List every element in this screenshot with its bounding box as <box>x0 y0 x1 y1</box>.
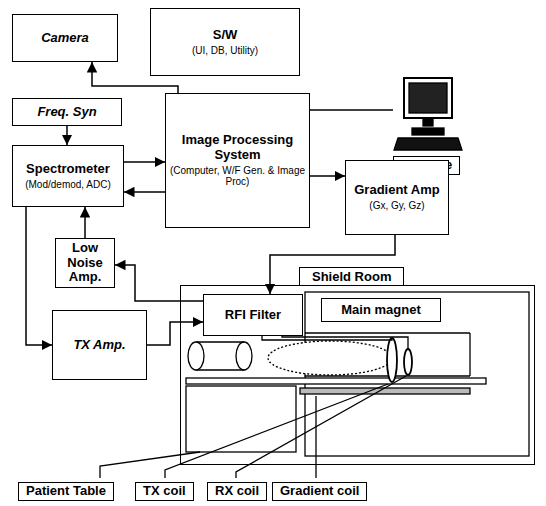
leader-line <box>315 396 316 478</box>
node-title: Image Processing System <box>169 133 306 163</box>
console-monitor <box>394 78 462 150</box>
shield-room: Shield RoomRFI FilterMain magnet <box>180 285 535 465</box>
node-detail: (Mod/demod, ADC) <box>25 179 111 191</box>
output-box: Camera <box>12 14 118 62</box>
gradient-coil <box>300 388 470 394</box>
node-title: S/W <box>213 28 238 43</box>
patient <box>268 341 392 375</box>
leader-line <box>100 452 200 478</box>
tx-coil <box>387 338 397 382</box>
signal-connector <box>147 322 203 345</box>
part-label: Patient Table <box>18 482 114 501</box>
part-label: Gradient coil <box>272 482 367 501</box>
spectrometer-box: Spectrometer (Mod/demod, ADC) <box>12 145 124 207</box>
amplifier-box: Gradient Amp (Gx, Gy, Gz) <box>345 160 449 235</box>
amplifier-box: TX Amp. <box>52 310 147 380</box>
node-title: RX coil <box>215 484 259 499</box>
signal-connector <box>66 126 68 145</box>
signal-connector <box>84 207 86 238</box>
magnet-label: Main magnet <box>321 298 441 322</box>
signal-connector <box>310 109 393 111</box>
node-title: RFI Filter <box>225 308 281 323</box>
signal-connector <box>124 161 165 163</box>
node-title: Spectrometer <box>26 162 110 177</box>
signal-connector <box>115 265 203 301</box>
leader-line <box>236 376 406 478</box>
part-label: RX coil <box>207 482 267 501</box>
filter-box: RFI Filter <box>203 294 303 336</box>
room-heading: Shield Room <box>299 267 404 286</box>
node-title: Patient Table <box>26 484 106 499</box>
node-title: Gradient Amp <box>354 183 439 198</box>
node-title: Gradient coil <box>280 484 359 499</box>
node-title: TX Amp. <box>73 338 125 353</box>
part-label: TX coil <box>135 482 194 501</box>
node-title: TX coil <box>143 484 186 499</box>
signal-connector <box>124 191 165 193</box>
leader-line <box>165 384 388 478</box>
node-title: Camera <box>41 31 89 46</box>
node-title: Main magnet <box>341 303 420 318</box>
node-detail: (Computer, W/F Gen. & Image Proc) <box>169 165 306 188</box>
signal-connector <box>26 207 52 345</box>
node-detail: (UI, DB, Utility) <box>192 45 258 57</box>
process-box: Image Processing System(Computer, W/F Ge… <box>165 93 310 228</box>
node-title: Low Noise Amp. <box>59 241 111 286</box>
coil-wire <box>282 335 408 349</box>
node-title: Freq. Syn <box>37 105 96 120</box>
signal-connector <box>310 175 345 177</box>
node-detail: (Gx, Gy, Gz) <box>369 200 424 212</box>
rx-coil <box>404 349 412 375</box>
amplifier-box: Low Noise Amp. <box>55 238 115 288</box>
synth-box: Freq. Syn <box>12 98 122 126</box>
software-box: S/W (UI, DB, Utility) <box>150 8 300 76</box>
